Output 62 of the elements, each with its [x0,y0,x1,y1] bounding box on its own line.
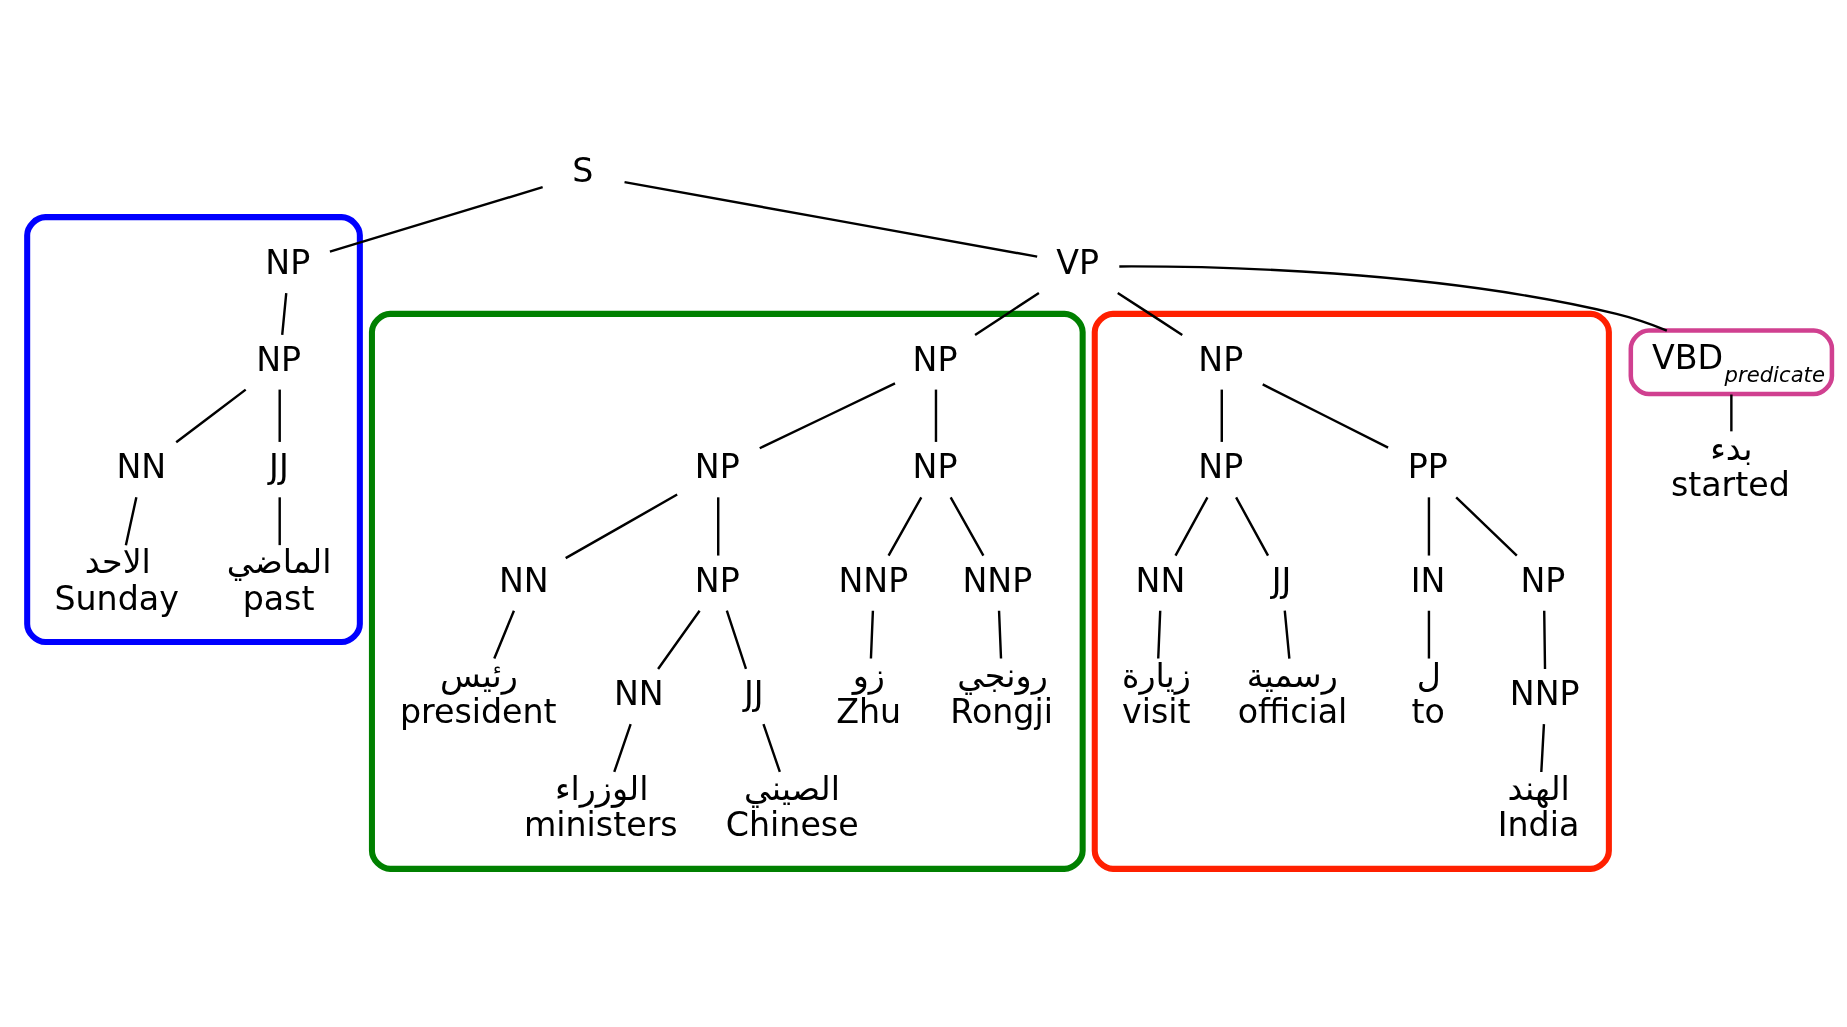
connector [565,493,678,560]
connector [175,388,247,444]
node-text: NNP [1509,673,1580,713]
connector [278,497,281,546]
node-text: VP [1056,242,1099,282]
node-text: JJ [1271,560,1292,600]
connector [869,610,875,659]
cluster [368,310,1086,872]
connector [887,496,923,557]
node-text: NN [613,673,664,713]
node-text: NP [912,339,958,379]
connector [613,723,632,773]
connector [1235,496,1270,557]
node-text: NN [498,560,549,600]
connector [759,382,896,450]
connector [1283,610,1291,659]
node-text: NP [694,560,740,600]
node-text: NNP [838,560,909,600]
connector [762,723,781,773]
connector [725,610,748,670]
connector [1427,610,1431,659]
connector [949,496,985,557]
connector [329,186,543,253]
node-text: IN [1410,560,1446,600]
connector [278,389,281,442]
connector [717,497,720,556]
connector [934,389,938,442]
node-text: NP [912,447,958,487]
cluster [1091,310,1612,872]
node-text: PP [1407,447,1448,487]
connector [124,497,138,546]
connector [1543,610,1547,669]
node-box: VBD$_{predicate}$ [1628,328,1835,397]
node-text: NNP [962,560,1033,600]
connector [281,293,288,335]
node-text: JJ [743,673,764,713]
node-text: NN [116,447,167,487]
connector [1157,610,1162,659]
connector [1730,394,1733,432]
connector [1427,497,1431,556]
node-text: NP [265,242,311,282]
node-text: NP [1198,339,1244,379]
connector [997,610,1003,659]
connector [657,610,701,670]
node-text: NP [1198,447,1244,487]
node-text: NP [256,339,302,379]
connector [624,180,1038,258]
node-text: S [572,150,594,190]
connector [493,610,516,659]
cluster [24,214,363,646]
connector [1262,383,1389,449]
connector [1119,265,1668,332]
connector [1174,496,1209,557]
connector [1117,291,1183,336]
connector [1540,724,1546,773]
node-text: NP [1520,560,1566,600]
connector [974,291,1040,336]
node-text: NN [1135,560,1186,600]
connector [1220,389,1223,442]
connector [1455,496,1518,557]
node-text: JJ [269,447,289,487]
node-text: NP [694,447,740,487]
